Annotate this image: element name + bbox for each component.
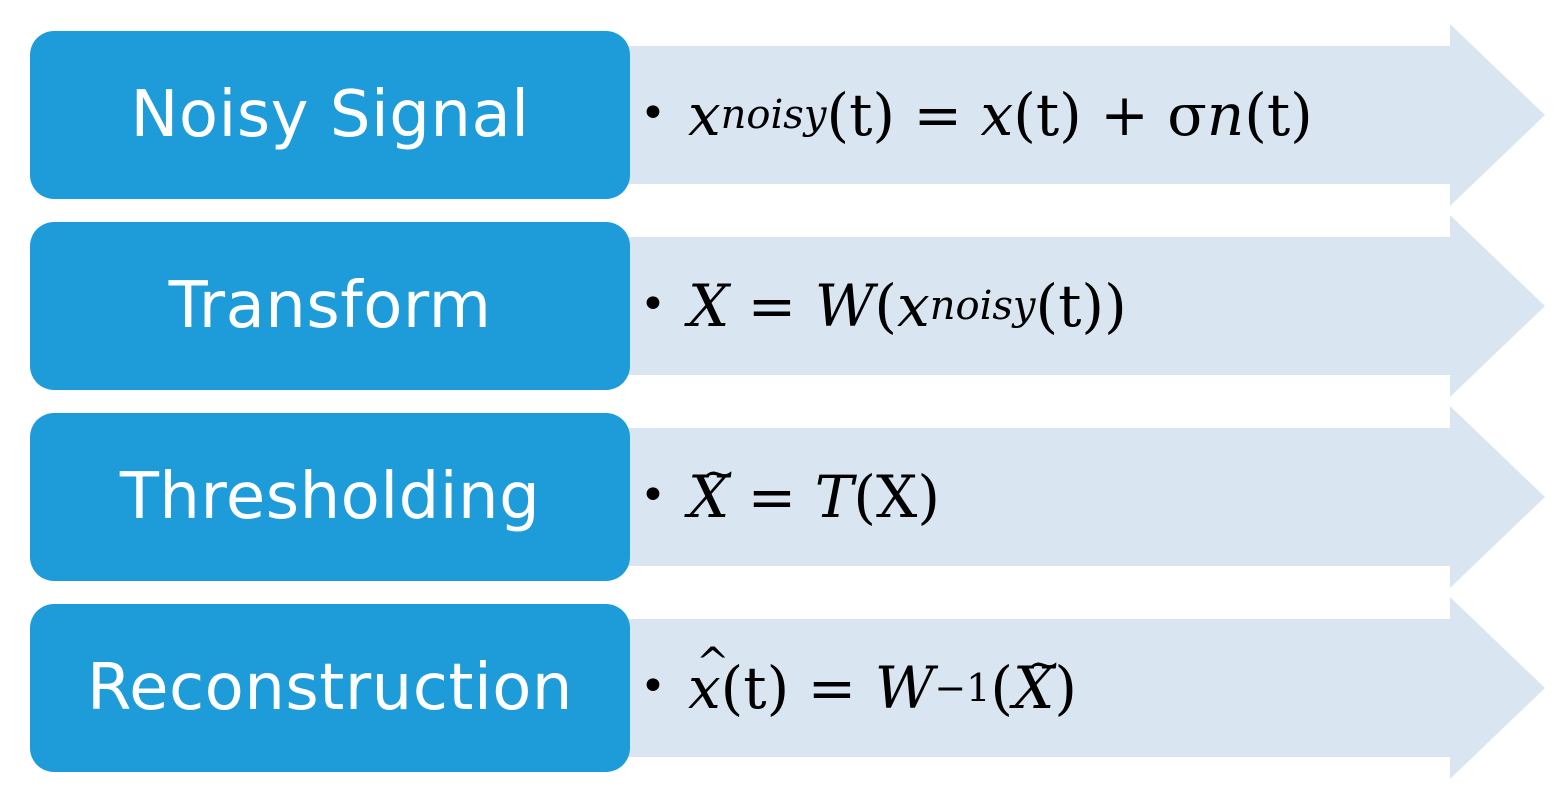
step-arrow-2: [610, 215, 1545, 397]
bullet: •: [640, 87, 666, 139]
step-label: Transform: [168, 269, 492, 343]
step-box-thresholding: Thresholding: [30, 413, 630, 581]
symbol: σ: [1167, 81, 1207, 149]
symbol: X: [687, 272, 730, 340]
step-arrow-3: [610, 406, 1545, 588]
symbol: x: [687, 81, 721, 149]
argument: (X): [853, 463, 940, 531]
symbol: x: [897, 272, 930, 340]
symbol: n: [1206, 81, 1245, 149]
paren: ): [1104, 272, 1127, 340]
hat-accent: ^: [695, 640, 730, 686]
symbol: W: [814, 272, 875, 340]
symbol: X: [687, 463, 730, 531]
x-tilde: X~: [1013, 642, 1061, 722]
step-label: Thresholding: [119, 460, 541, 534]
symbol: X: [1013, 654, 1055, 722]
argument: (t): [720, 654, 790, 722]
paren: ): [1054, 654, 1077, 722]
bullet: •: [640, 469, 666, 521]
equals: =: [729, 272, 815, 340]
symbol: T: [814, 463, 854, 531]
equals: =: [789, 654, 875, 722]
argument: (t): [826, 81, 896, 149]
step-arrow-4: [610, 597, 1545, 779]
symbol: x: [980, 81, 1014, 149]
argument: (t): [1013, 81, 1082, 149]
paren: (: [990, 654, 1014, 722]
paren: (: [874, 272, 897, 340]
x-tilde: X~: [687, 451, 736, 531]
superscript: −1: [934, 666, 991, 710]
symbol: x: [687, 654, 721, 722]
equation-reconstruction: • x^(t) = W−1(X~): [640, 604, 1077, 772]
step-box-reconstruction: Reconstruction: [30, 604, 630, 772]
step-label: Reconstruction: [87, 651, 573, 725]
tilde-accent: ~: [701, 451, 736, 497]
step-arrow-1: [610, 24, 1545, 206]
x-hat: x^: [687, 640, 730, 722]
step-box-transform: Transform: [30, 222, 630, 390]
plus: +: [1081, 81, 1168, 149]
equals: =: [895, 81, 981, 149]
subscript: noisy: [929, 283, 1036, 329]
subscript: noisy: [720, 92, 827, 138]
bullet: •: [640, 278, 666, 330]
argument: (t): [1244, 81, 1313, 149]
equals: =: [729, 463, 815, 531]
symbol: W: [874, 654, 935, 722]
bullet: •: [640, 660, 666, 712]
tilde-accent: ~: [1027, 642, 1061, 688]
argument: (t): [1035, 272, 1105, 340]
step-label: Noisy Signal: [130, 78, 530, 152]
step-box-noisy-signal: Noisy Signal: [30, 31, 630, 199]
equation-thresholding: • X~ = T(X): [640, 413, 940, 581]
